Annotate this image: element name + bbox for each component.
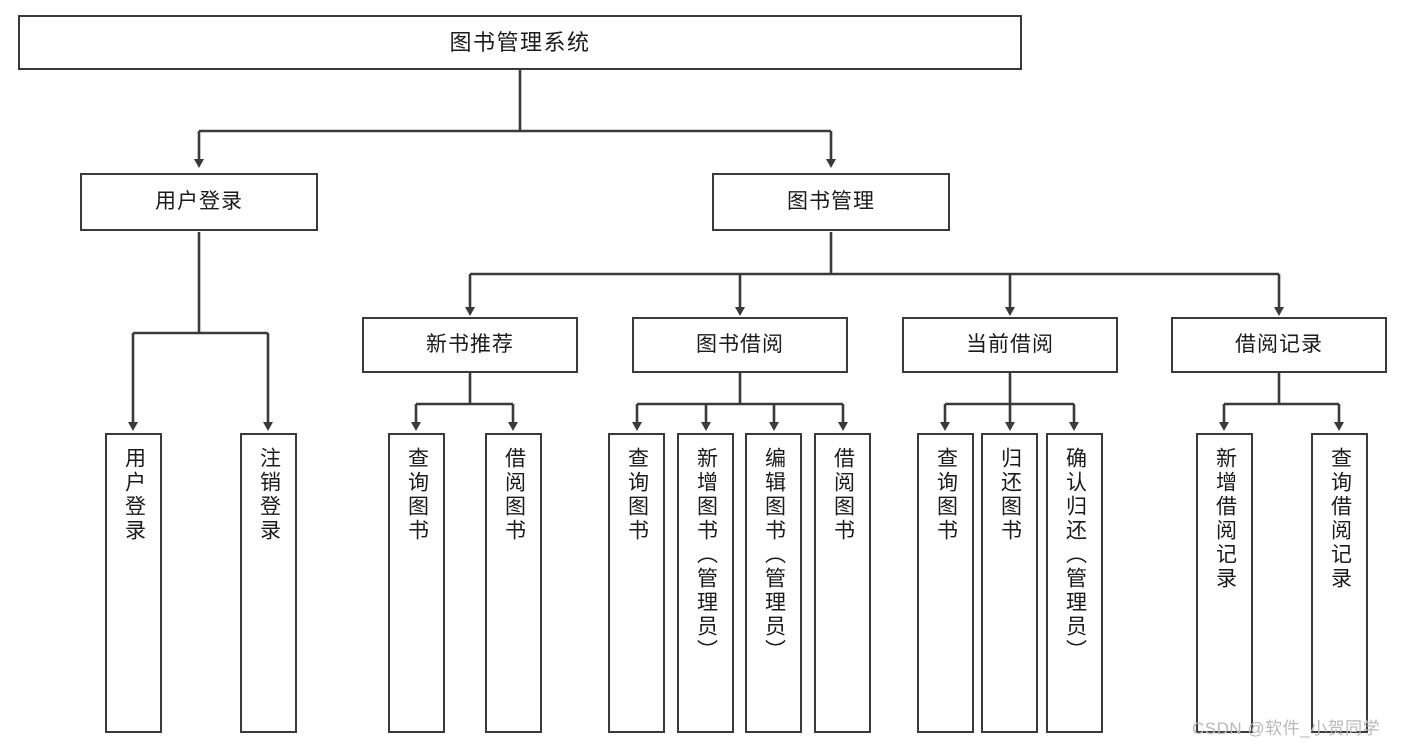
leaf-confirm-return-admin[interactable]: 确认归还（管理员） [1046, 433, 1103, 733]
node-label: 图书管理系统 [449, 29, 591, 55]
node-book-borrow[interactable]: 图书借阅 [632, 317, 848, 373]
node-label: 编辑图书（管理员） [762, 447, 786, 663]
node-book-management[interactable]: 图书管理 [712, 173, 950, 231]
node-label: 查询图书 [405, 447, 429, 543]
leaf-user-login[interactable]: 用户登录 [105, 433, 162, 733]
leaf-borrow-book-newbook[interactable]: 借阅图书 [485, 433, 542, 733]
node-label: 查询图书 [934, 447, 958, 543]
node-root-book-management-system[interactable]: 图书管理系统 [18, 15, 1022, 70]
node-current-borrow[interactable]: 当前借阅 [902, 317, 1118, 373]
node-user-login[interactable]: 用户登录 [80, 173, 318, 231]
csdn-watermark: CSDN @软件_小贺同学 [1192, 719, 1381, 738]
node-label: 图书借阅 [696, 332, 784, 356]
leaf-query-book-borrow[interactable]: 查询图书 [608, 433, 665, 733]
leaf-add-borrow-record[interactable]: 新增借阅记录 [1196, 433, 1253, 733]
node-label: 新增图书（管理员） [694, 447, 718, 663]
node-label: 注销登录 [257, 447, 281, 543]
node-label: 新书推荐 [426, 332, 514, 356]
leaf-query-borrow-record[interactable]: 查询借阅记录 [1311, 433, 1368, 733]
leaf-add-book-admin[interactable]: 新增图书（管理员） [677, 433, 734, 733]
node-label: 确认归还（管理员） [1063, 447, 1087, 663]
leaf-borrow-book[interactable]: 借阅图书 [814, 433, 871, 733]
leaf-edit-book-admin[interactable]: 编辑图书（管理员） [745, 433, 802, 733]
leaf-query-book-newbook[interactable]: 查询图书 [388, 433, 445, 733]
node-label: 当前借阅 [966, 332, 1054, 356]
leaf-logout-login[interactable]: 注销登录 [240, 433, 297, 733]
node-new-book-recommend[interactable]: 新书推荐 [362, 317, 578, 373]
node-label: 用户登录 [155, 189, 243, 213]
node-label: 借阅图书 [831, 447, 855, 543]
leaf-query-book-current[interactable]: 查询图书 [917, 433, 974, 733]
node-label: 新增借阅记录 [1213, 447, 1237, 591]
node-label: 归还图书 [998, 447, 1022, 543]
node-borrow-record[interactable]: 借阅记录 [1171, 317, 1387, 373]
node-label: 借阅图书 [502, 447, 526, 543]
leaf-return-book[interactable]: 归还图书 [981, 433, 1038, 733]
node-label: 查询借阅记录 [1328, 447, 1352, 591]
node-label: 用户登录 [122, 447, 146, 543]
node-label: 借阅记录 [1235, 332, 1323, 356]
node-label: 查询图书 [625, 447, 649, 543]
node-label: 图书管理 [787, 189, 875, 213]
